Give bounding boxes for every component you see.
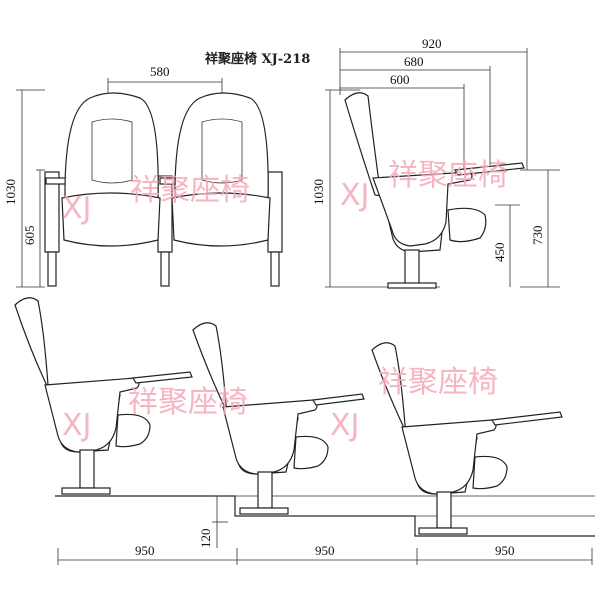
side-tablet-height-dimension: 730	[520, 169, 560, 288]
side-depth-mid-label: 680	[404, 54, 424, 69]
side-height-label: 1030	[311, 179, 326, 205]
side-chair-profile	[344, 92, 525, 289]
front-height-label: 1030	[3, 179, 18, 205]
watermark-logo-3: XJ	[62, 408, 91, 443]
watermark-text-1: 祥聚座椅	[130, 173, 250, 208]
watermark-logo-2: XJ	[340, 178, 369, 213]
drawing-title: 祥聚座椅 XJ-218	[205, 51, 310, 67]
side-view: 920 680 600 1030 730 450	[311, 36, 560, 289]
watermark-text-2: 祥聚座椅	[388, 158, 508, 193]
watermark-3: XJ 祥聚座椅	[62, 385, 248, 443]
side-depth-seat-dimension: 600	[340, 72, 465, 175]
right-leg	[270, 251, 280, 287]
front-seat-height-dimension: 605	[22, 169, 45, 287]
watermark-text-4: 祥聚座椅	[378, 365, 498, 400]
watermark-text-3: 祥聚座椅	[128, 385, 248, 420]
watermark-logo-1: XJ	[62, 191, 91, 226]
watermark-logo-4: XJ	[330, 408, 359, 443]
front-width-label: 580	[150, 64, 170, 79]
side-seat-height-dimension: 450	[492, 204, 520, 287]
row-view: 120 950 950 950	[14, 297, 595, 565]
front-seat-right	[171, 92, 271, 247]
side-depth-total-dimension: 920	[339, 36, 528, 170]
side-depth-seat-label: 600	[390, 72, 410, 87]
row-spacing-label-1: 950	[135, 543, 155, 558]
row-chair-1	[14, 297, 193, 495]
step-height-label: 120	[198, 529, 213, 549]
front-height-dimension: 1030	[3, 89, 45, 288]
front-seat-left	[61, 92, 161, 247]
row-chair-2	[192, 322, 365, 515]
row-chair-3	[371, 342, 563, 535]
row-chair-3-tablet	[491, 411, 563, 426]
watermark-4: XJ 祥聚座椅	[330, 365, 498, 443]
side-height-dimension: 1030	[311, 89, 440, 288]
row-spacing-label-3: 950	[495, 543, 515, 558]
middle-leg	[160, 251, 170, 287]
side-writing-tablet	[454, 162, 525, 176]
side-tablet-height-label: 730	[530, 226, 545, 246]
front-width-dimension: 580	[107, 64, 223, 98]
front-seat-height-label: 605	[22, 226, 37, 246]
watermark-2: XJ 祥聚座椅	[340, 158, 508, 213]
row-spacing-dimension: 950 950 950	[57, 543, 593, 565]
step-height-dimension: 120	[198, 495, 228, 549]
row-chair-2-tablet	[312, 393, 365, 406]
row-chair-1-tablet	[132, 371, 193, 384]
row-spacing-label-2: 950	[315, 543, 335, 558]
left-leg	[47, 251, 57, 287]
side-seat-height-label: 450	[492, 243, 507, 263]
front-view: 580 1030 605	[3, 64, 283, 288]
watermark-1: XJ 祥聚座椅	[62, 173, 250, 226]
side-depth-total-label: 920	[422, 36, 442, 51]
right-armrest	[267, 171, 283, 253]
side-depth-mid-dimension: 680	[340, 54, 491, 165]
